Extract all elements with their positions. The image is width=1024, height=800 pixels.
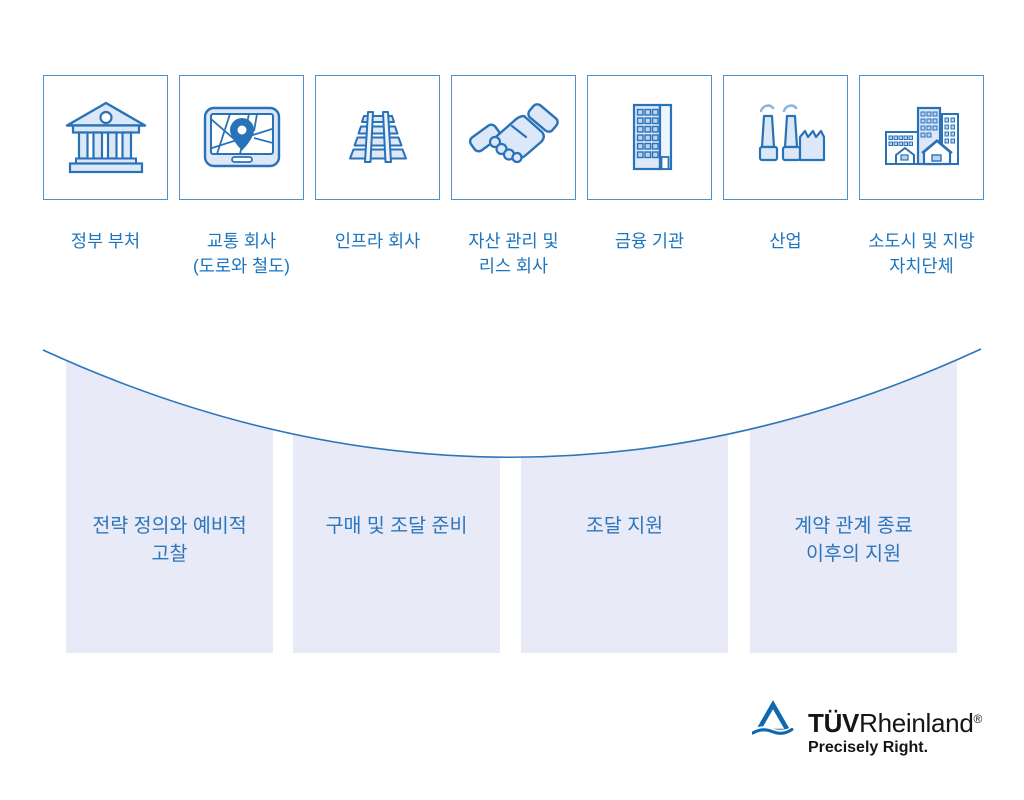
industry-card	[723, 75, 848, 200]
customer-government: 정부 부처	[43, 75, 168, 279]
railway-tracks-icon	[348, 110, 407, 163]
brand-name: TÜVRheinland®	[808, 706, 982, 736]
customer-label: 교통 회사 (도로와 철도)	[192, 231, 291, 276]
transport-card	[179, 75, 304, 200]
financial-card	[587, 75, 712, 200]
phase-box-4	[750, 349, 957, 653]
map-location-icon	[203, 106, 280, 167]
government-card	[43, 75, 168, 200]
tuv-rheinland-logo: TÜVRheinland® Precisely Right.	[751, 690, 982, 757]
phase-box-1	[66, 349, 273, 653]
phase-label-strategy: 전략 정의와 예비적 고찰	[92, 515, 247, 565]
customer-label: 소도시 및 지방 자치단체	[868, 231, 975, 276]
customer-label: 인프라 회사	[334, 231, 421, 251]
phase-label-post-contract: 계약 관계 종료 이후의 지원	[794, 515, 913, 565]
logo-tagline: Precisely Right.	[808, 739, 929, 756]
customer-asset-leasing: 자산 관리 및 리스 회사	[451, 75, 576, 279]
tuv-triangle-icon	[751, 693, 794, 750]
phase-boxes	[66, 349, 957, 653]
customer-industry: 산업	[723, 75, 848, 279]
brand-rheinland: Rheinland	[859, 708, 974, 738]
customer-financial: 금융 기관	[587, 75, 712, 279]
customer-municipality: 소도시 및 지방 자치단체	[859, 75, 984, 279]
customer-types-row: 정부 부처 교통 회사 (도로와 철도)	[43, 75, 984, 279]
city-buildings-icon	[884, 106, 959, 165]
customer-label: 정부 부처	[70, 231, 141, 251]
government-building-icon	[65, 101, 146, 173]
municipality-card	[859, 75, 984, 200]
office-building-icon	[632, 103, 672, 170]
customer-label: 자산 관리 및 리스 회사	[468, 231, 559, 276]
customer-transport: 교통 회사 (도로와 철도)	[179, 75, 304, 279]
phase-label-procurement-prep: 구매 및 조달 준비	[325, 515, 468, 537]
customer-label: 산업	[769, 231, 802, 251]
arc-curve	[42, 348, 982, 459]
asset-leasing-card	[451, 75, 576, 200]
phase-box-3	[521, 349, 728, 653]
registered-mark: ®	[973, 712, 983, 726]
logo-text-block: TÜVRheinland® Precisely Right.	[808, 690, 982, 757]
brand-tuv: TÜV	[808, 708, 860, 738]
customer-infrastructure: 인프라 회사	[315, 75, 440, 279]
handshake-icon	[468, 102, 559, 163]
customer-label: 금융 기관	[614, 231, 685, 251]
factory-icon	[758, 103, 825, 161]
phase-box-2	[293, 349, 500, 653]
infrastructure-card	[315, 75, 440, 200]
phase-label-procurement-support: 조달 지원	[585, 515, 664, 537]
